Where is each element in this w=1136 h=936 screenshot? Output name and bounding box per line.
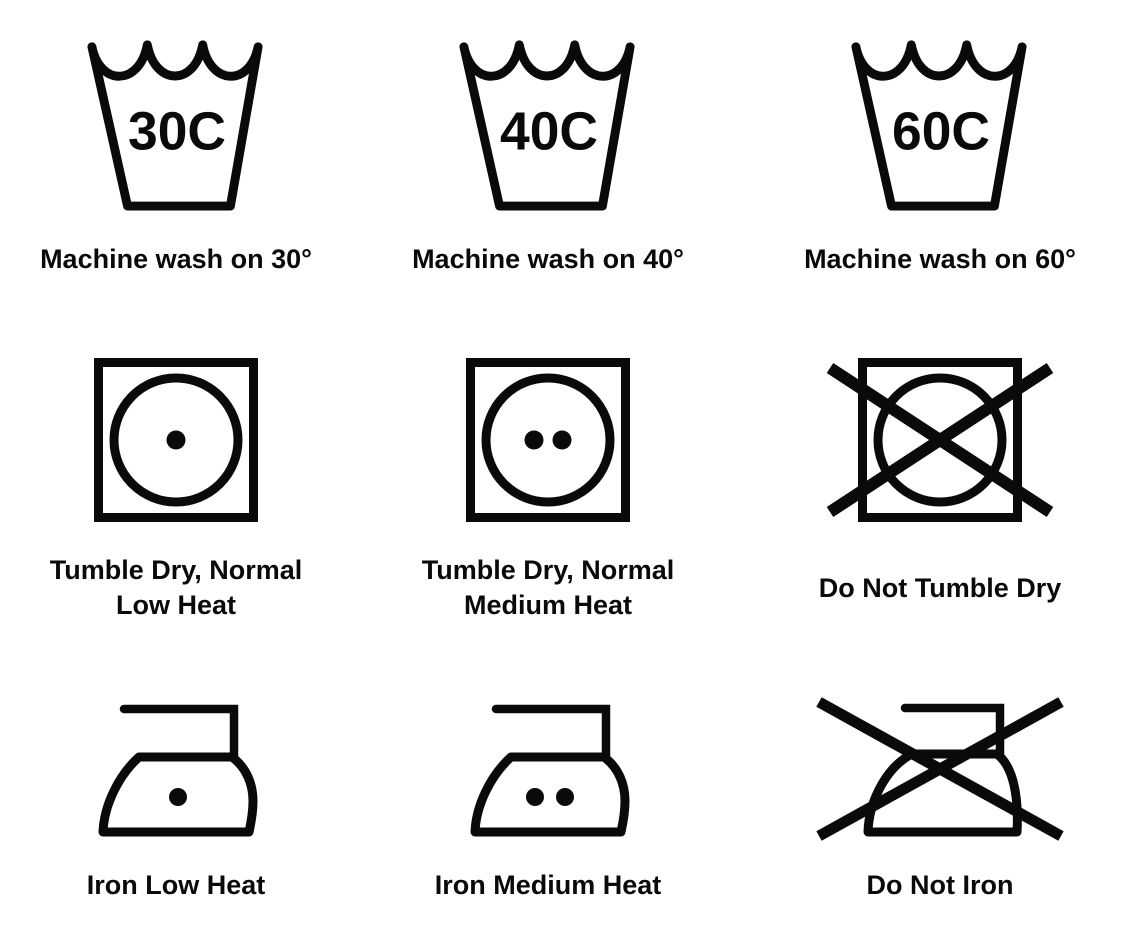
tumble-dry-medium-heat-icon bbox=[466, 358, 630, 522]
cross-mark bbox=[826, 362, 1054, 518]
care-symbol-label: Iron Medium Heat bbox=[435, 868, 662, 903]
label-line: Low Heat bbox=[115, 590, 236, 620]
dryer-square bbox=[858, 358, 1022, 522]
cross-mark bbox=[816, 697, 1064, 841]
machine-wash-40c-icon: 40C bbox=[459, 40, 635, 211]
heat-dot bbox=[526, 788, 544, 806]
cell-do-not-tumble-dry: Do Not Tumble Dry bbox=[744, 312, 1136, 642]
cell-iron-medium: Iron Medium Heat bbox=[352, 642, 744, 936]
care-symbol-label: Machine wash on 30° bbox=[40, 242, 312, 277]
dryer-drum-circle bbox=[873, 373, 1007, 507]
wash-temperature-text: 60C bbox=[892, 102, 990, 161]
iron-body bbox=[863, 749, 1022, 837]
dryer-square bbox=[466, 358, 630, 522]
label-line: Iron Medium Heat bbox=[434, 870, 662, 900]
wash-temperature-text: 30C bbox=[128, 102, 226, 161]
cell-machine-wash-30: 30C Machine wash on 30° bbox=[0, 0, 352, 312]
cell-tumble-dry-low: Tumble Dry, Normal Low Heat bbox=[0, 312, 352, 642]
iron-body bbox=[98, 752, 258, 837]
wash-temperature-text: 40C bbox=[500, 102, 598, 161]
cell-iron-low: Iron Low Heat bbox=[0, 642, 352, 936]
iron-medium-heat-icon bbox=[470, 704, 630, 837]
label-line: Do Not Iron bbox=[866, 870, 1014, 900]
do-not-iron-icon bbox=[816, 697, 1064, 841]
cell-machine-wash-60: 60C Machine wash on 60° bbox=[744, 0, 1136, 312]
dryer-drum-circle bbox=[109, 373, 243, 507]
heat-dot bbox=[556, 788, 574, 806]
label-line: Machine wash on 40° bbox=[412, 244, 684, 274]
machine-wash-60c-icon: 60C bbox=[851, 40, 1027, 211]
dryer-drum-circle bbox=[481, 373, 615, 507]
iron-handle bbox=[491, 704, 611, 762]
machine-wash-30c-icon: 30C bbox=[87, 40, 263, 211]
heat-dot bbox=[524, 430, 544, 450]
label-line: Tumble Dry, Normal bbox=[49, 555, 303, 585]
iron-handle bbox=[119, 704, 239, 762]
do-not-tumble-dry-icon bbox=[826, 358, 1054, 522]
care-symbol-label: Do Not Tumble Dry bbox=[819, 552, 1062, 624]
heat-dot bbox=[166, 430, 186, 450]
label-line: Iron Low Heat bbox=[86, 870, 266, 900]
cell-machine-wash-40: 40C Machine wash on 40° bbox=[352, 0, 744, 312]
label-line: Medium Heat bbox=[463, 590, 632, 620]
heat-dot bbox=[169, 788, 187, 806]
care-symbol-label: Do Not Iron bbox=[867, 868, 1014, 903]
heat-dot bbox=[552, 430, 572, 450]
iron-body bbox=[470, 752, 630, 837]
label-line: Machine wash on 60° bbox=[804, 244, 1076, 274]
label-line: Do Not Tumble Dry bbox=[818, 572, 1062, 603]
cell-tumble-dry-medium: Tumble Dry, Normal Medium Heat bbox=[352, 312, 744, 642]
dryer-square bbox=[94, 358, 258, 522]
cell-do-not-iron: Do Not Iron bbox=[744, 642, 1136, 936]
label-line: Tumble Dry, Normal bbox=[421, 555, 675, 585]
label-line: Machine wash on 30° bbox=[40, 244, 312, 274]
iron-low-heat-icon bbox=[98, 704, 258, 837]
care-symbol-label: Iron Low Heat bbox=[87, 868, 266, 903]
wash-tub-outline bbox=[87, 40, 263, 211]
care-symbol-label: Tumble Dry, Normal Medium Heat bbox=[422, 552, 675, 624]
care-symbol-label: Tumble Dry, Normal Low Heat bbox=[50, 552, 303, 624]
care-symbol-label: Machine wash on 40° bbox=[412, 242, 684, 277]
wash-tub-outline bbox=[459, 40, 635, 211]
tumble-dry-low-heat-icon bbox=[94, 358, 258, 522]
wash-tub-outline bbox=[851, 40, 1027, 211]
care-symbol-label: Machine wash on 60° bbox=[804, 242, 1076, 277]
